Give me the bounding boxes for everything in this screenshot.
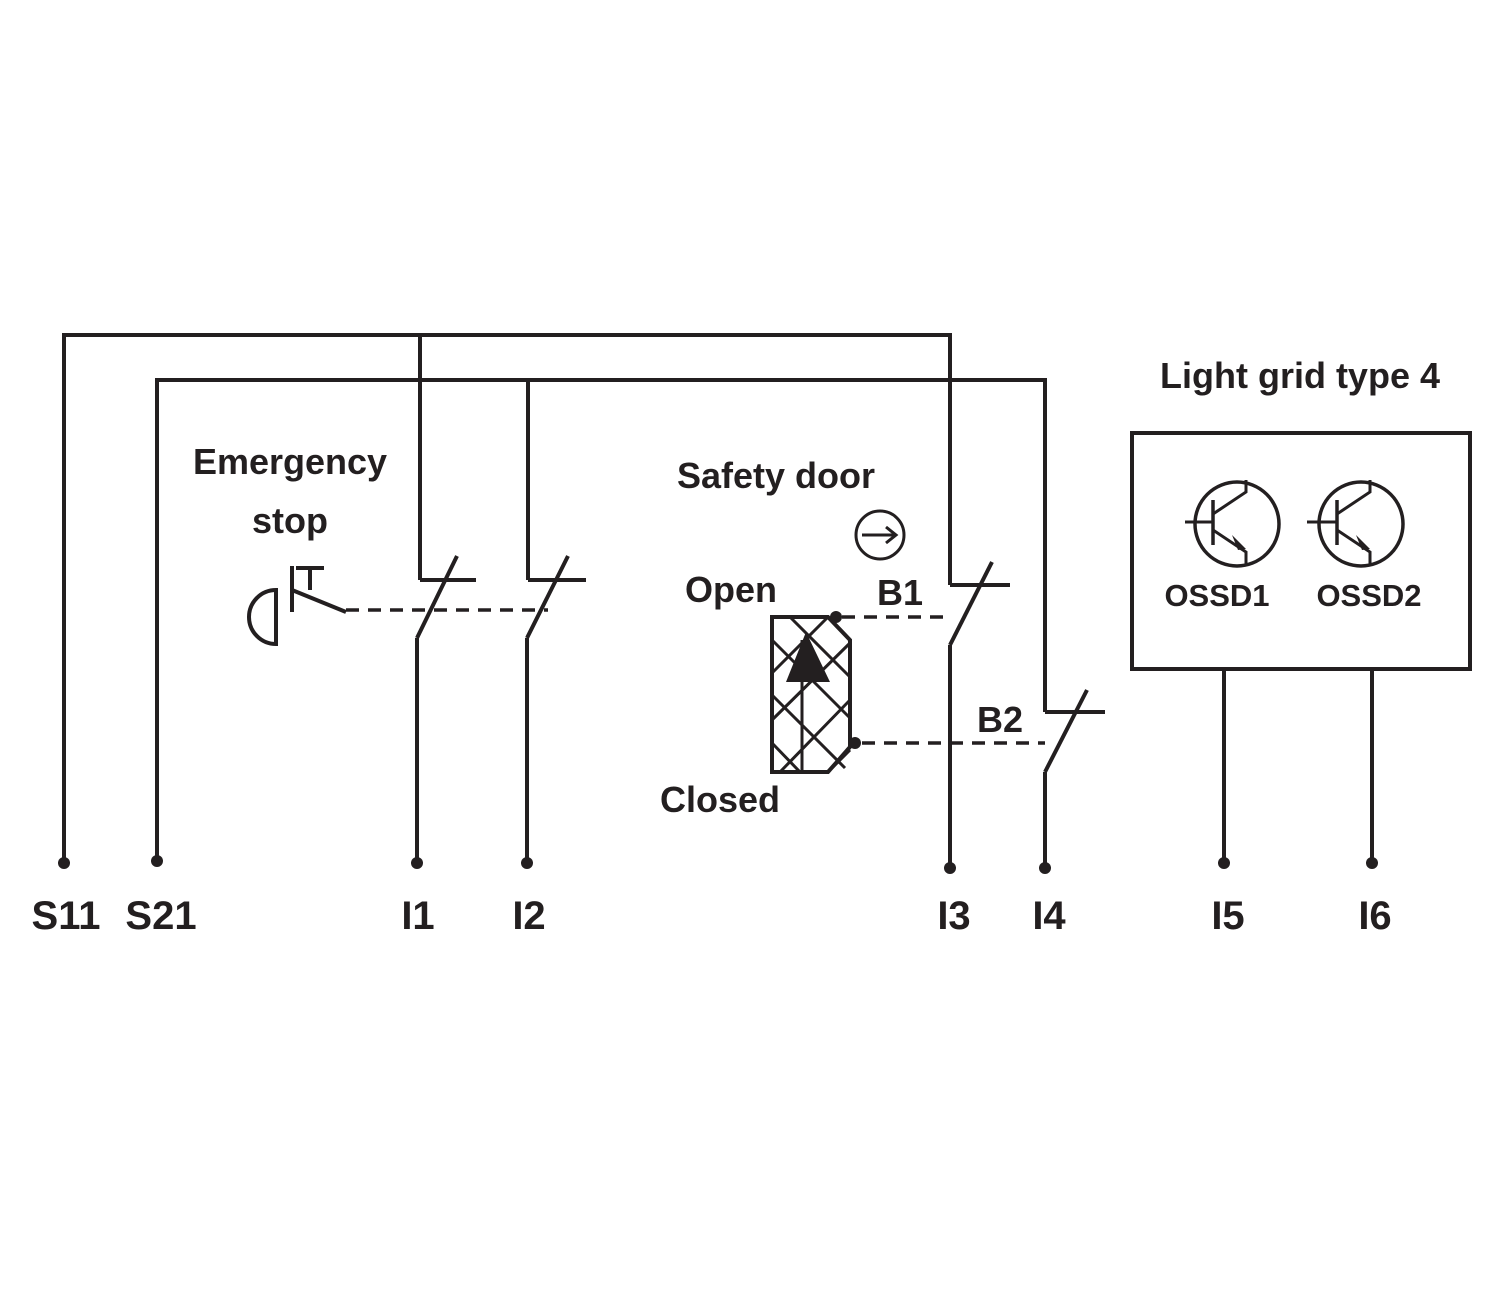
ossd1-label: OSSD1: [1164, 578, 1269, 613]
b1-label: B1: [877, 572, 923, 613]
ossd2-label: OSSD2: [1316, 578, 1421, 613]
npn-transistor-icon: [1185, 480, 1281, 568]
terminal-label-i5: I5: [1211, 894, 1244, 938]
terminal-label-i3: I3: [937, 894, 970, 938]
door-closed-label: Closed: [660, 779, 780, 820]
supply-wiring: [62, 333, 1047, 862]
door-open-label: Open: [685, 569, 777, 610]
safety-door-label: Safety door: [677, 455, 875, 496]
light-grid-box: [1130, 431, 1472, 862]
terminal-label-i4: I4: [1032, 894, 1066, 938]
terminal-label-s11: S11: [32, 894, 101, 938]
safety-door-actuator-icon: [770, 611, 1045, 774]
emergency-stop-label: Emergency: [193, 441, 387, 482]
emergency-stop-mushroom-icon: [247, 566, 548, 647]
light-grid-title: Light grid type 4: [1160, 355, 1440, 396]
b2-label: B2: [977, 699, 1023, 740]
contact-b2: [1043, 689, 1105, 868]
terminal-label-i2: I2: [512, 894, 545, 938]
terminal-label-i6: I6: [1358, 894, 1391, 938]
contact-i1: [415, 555, 476, 862]
direction-arrow-circle-icon: [854, 509, 906, 561]
terminal-label-i1: I1: [401, 894, 434, 938]
terminal-label-s21: S21: [125, 894, 196, 938]
contact-b1: [948, 561, 1010, 868]
npn-transistor-icon: [1307, 480, 1405, 568]
contact-i2: [525, 555, 586, 862]
terminal-dots: [58, 855, 1378, 874]
emergency-stop-label-2: stop: [252, 500, 328, 541]
